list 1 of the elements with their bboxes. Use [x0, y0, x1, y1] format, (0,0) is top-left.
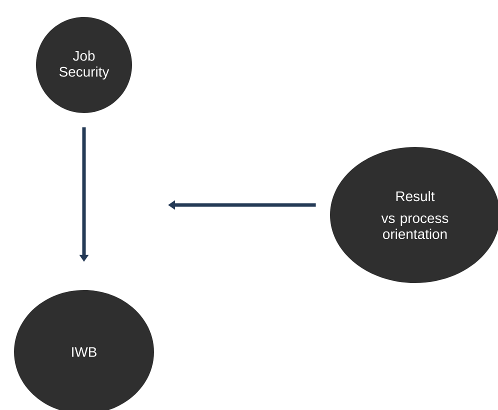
circle-node: Job Security	[36, 17, 132, 113]
